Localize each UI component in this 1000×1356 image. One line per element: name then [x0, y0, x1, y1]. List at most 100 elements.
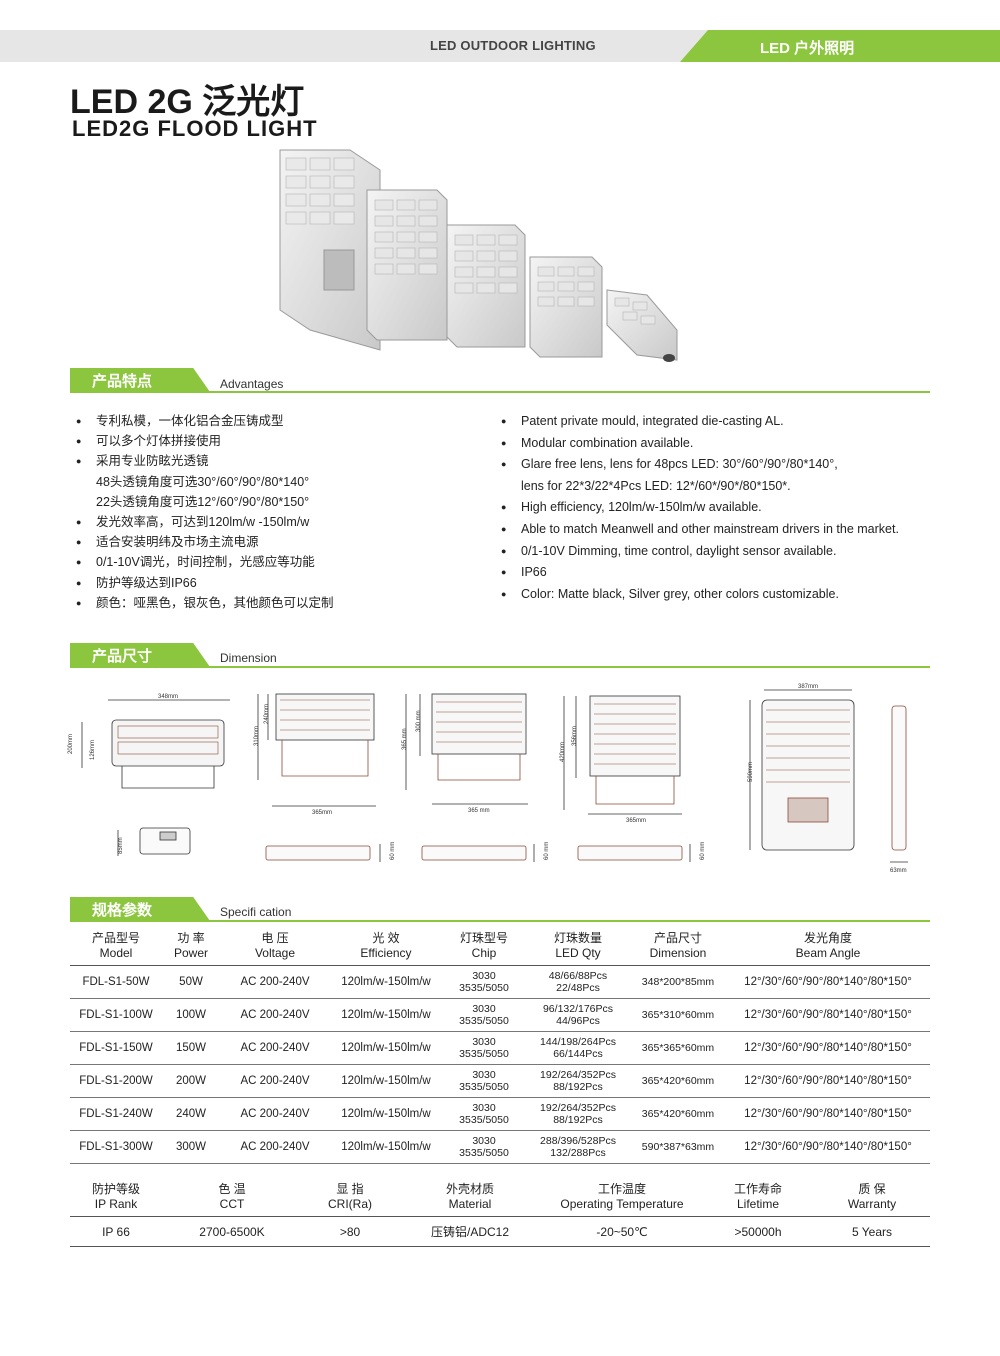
header-accent — [680, 30, 1000, 62]
page-title-cn: LED 2G 泛光灯 — [70, 83, 305, 121]
spec-cell-voltage: AC 200-240V — [220, 965, 330, 999]
spec-column-header-en: Efficiency — [360, 946, 412, 960]
label-d1-width: 348mm — [158, 694, 178, 700]
spec-cell-model: FDL-S1-200W — [70, 1064, 162, 1098]
advantage-item: 采用专业防眩光透镜 — [70, 451, 334, 471]
label-d1-depth: 85mm — [118, 837, 124, 854]
spec-cell-efficiency: 120lm/w-150lm/w — [330, 1130, 442, 1164]
spec-cell-model: FDL-S1-100W — [70, 998, 162, 1032]
advantage-item: 48头透镜角度可选30°/60°/90°/80*140° — [96, 474, 310, 489]
spec-chip-line: 3030 — [472, 1036, 496, 1048]
specification-tab-label: 规格参数 — [92, 902, 153, 919]
spec-qty-line: 88/192Pcs — [553, 1114, 603, 1126]
spec-extra-header-en: IP Rank — [94, 1197, 138, 1211]
spec-column-header-en: Dimension — [649, 946, 707, 960]
label-d1-height: 200mm — [68, 734, 74, 754]
drawing-50w: 348mm 200mm 126mm 85mm — [68, 694, 230, 856]
header-category-cn: LED 户外照明 — [760, 40, 855, 57]
spec-cell-power: 50W — [162, 965, 220, 999]
spec-column-header-cn: 产品尺寸 — [653, 931, 702, 945]
spec-extra-value: >80 — [302, 1216, 398, 1247]
spec-cell-efficiency: 120lm/w-150lm/w — [330, 998, 442, 1032]
advantages-subtitle: Advantages — [220, 377, 284, 391]
spec-qty-line: 288/396/528Pcs — [540, 1135, 616, 1147]
spec-cell-model: FDL-S1-150W — [70, 1031, 162, 1065]
spec-column-header-en: Power — [173, 946, 208, 960]
specification-subtitle: Specifi cation — [220, 905, 292, 919]
advantage-item: High efficiency, 120lm/w-150lm/w availab… — [495, 497, 899, 519]
product-hero-image — [279, 149, 678, 362]
label-d2-inner: 240mm — [264, 704, 270, 724]
advantage-item: 颜色：哑黑色，银灰色，其他颜色可以定制 — [70, 593, 334, 613]
spec-qty-line: 144/198/264Pcs — [540, 1036, 616, 1048]
spec-extra-header-cn: 色 温 — [218, 1182, 246, 1196]
spec-extra-value: 2700-6500K — [162, 1216, 302, 1247]
label-d5-depth: 63mm — [890, 868, 907, 874]
spec-cell-efficiency: 120lm/w-150lm/w — [330, 965, 442, 999]
advantage-item: Patent private mould, integrated die-cas… — [495, 411, 899, 433]
label-d4-height: 420mm — [560, 742, 566, 762]
label-d5-width: 387mm — [798, 684, 818, 690]
label-d3-depth: 60 mm — [544, 842, 550, 860]
advantage-item: 22头透镜角度可选12°/60°/90°/80*150° — [96, 494, 310, 509]
spec-cell-dimension: 365*420*60mm — [630, 1064, 726, 1098]
spec-chip-line: 3030 — [472, 1135, 496, 1147]
spec-qty-line: 88/192Pcs — [553, 1081, 603, 1093]
spec-qty-line: 22/48Pcs — [556, 982, 600, 994]
spec-qty-line: 192/264/352Pcs — [540, 1102, 616, 1114]
label-d2-depth: 60 mm — [390, 842, 396, 860]
spec-chip-line: 3030 — [472, 1003, 496, 1015]
spec-cell-power: 300W — [162, 1130, 220, 1164]
spec-cell-efficiency: 120lm/w-150lm/w — [330, 1031, 442, 1065]
spec-cell-beam: 12°/30°/60°/90°/80*140°/80*150° — [726, 965, 930, 999]
drawing-200w: 420mm 356mm 365mm 60 mm — [560, 695, 706, 862]
advantages-list-en: Patent private mould, integrated die-cas… — [495, 411, 899, 605]
header-category-en: LED OUTDOOR LIGHTING — [430, 38, 596, 53]
spec-extra-header-cn: 工作寿命 — [733, 1182, 782, 1196]
label-d3-inner: 300 mm — [416, 710, 422, 732]
spec-cell-dimension: 365*310*60mm — [630, 998, 726, 1032]
spec-chip-line: 3535/5050 — [459, 1048, 509, 1060]
spec-cell-voltage: AC 200-240V — [220, 1130, 330, 1164]
advantage-item: 防护等级达到IP66 — [70, 573, 334, 593]
advantages-list-cn: 专利私模，一体化铝合金压铸成型可以多个灯体拼接使用采用专业防眩光透镜48头透镜角… — [70, 411, 334, 613]
dimension-tab-label: 产品尺寸 — [92, 648, 153, 665]
spec-chip-line: 3535/5050 — [459, 1114, 509, 1126]
spec-extra-header-cn: 防护等级 — [91, 1182, 140, 1196]
dimension-divider — [70, 666, 930, 668]
spec-extra-header-en: Operating Temperature — [560, 1197, 684, 1211]
advantages-tab — [70, 368, 210, 392]
advantage-item: 0/1-10V调光，时间控制，光感应等功能 — [70, 552, 334, 572]
advantage-item: Able to match Meanwell and other mainstr… — [495, 519, 899, 541]
spec-cell-power: 100W — [162, 998, 220, 1032]
spec-column-header-en: Model — [99, 946, 133, 960]
advantage-item: Glare free lens, lens for 48pcs LED: 30°… — [495, 454, 899, 476]
drawing-150w: 365 mm 300 mm 365 mm 60 mm — [402, 693, 550, 862]
spec-column-header-en: Voltage — [254, 946, 296, 960]
spec-cell-power: 240W — [162, 1097, 220, 1131]
label-d2-height: 310mm — [254, 726, 260, 746]
spec-extra-header-cn: 显 指 — [336, 1182, 364, 1196]
spec-extra-header-en: CRI(Ra) — [328, 1197, 372, 1211]
label-d1-inner: 126mm — [90, 740, 96, 760]
